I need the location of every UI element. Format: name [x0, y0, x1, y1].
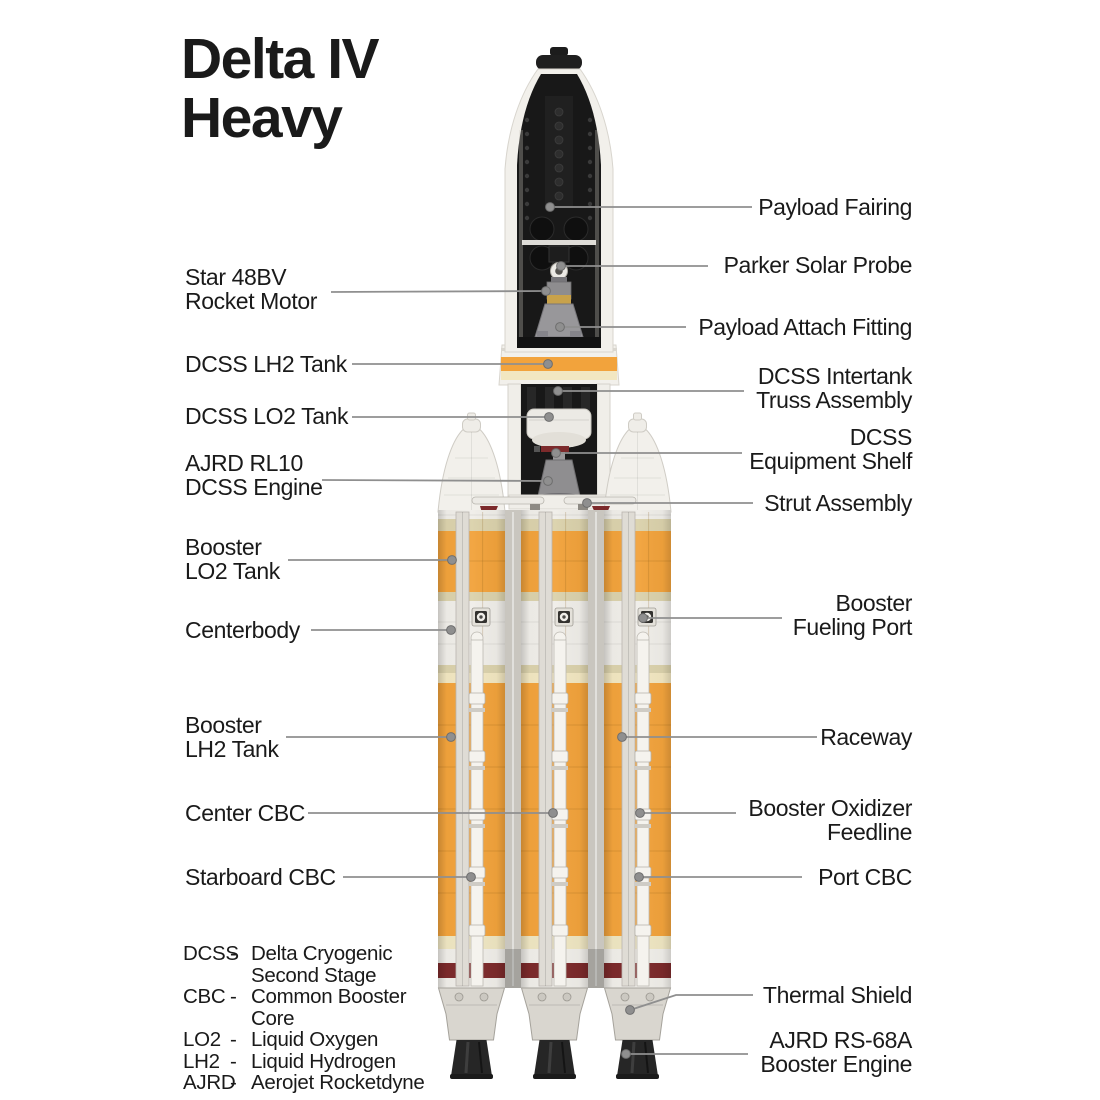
callout-strut-assembly: Strut Assembly	[764, 491, 912, 515]
callout-booster-lo2-tank-text: LO2 Tank	[185, 558, 280, 584]
callout-centerbody: Centerbody	[185, 618, 300, 642]
callout-dcss-lo2-tank-text: DCSS LO2 Tank	[185, 403, 349, 429]
callout-dcss-lo2-tank: DCSS LO2 Tank	[185, 403, 349, 429]
callout-raceway-text: Raceway	[820, 724, 912, 750]
legend-separator: -	[230, 1071, 237, 1094]
legend-definition-line: Delta Cryogenic	[251, 942, 393, 965]
callout-dcss-equipment-shelf-text: Equipment Shelf	[749, 448, 912, 474]
callout-dcss-equipment-shelf-text: DCSS	[849, 424, 913, 450]
callout-booster-fueling-port-text: Booster	[835, 590, 913, 616]
callout-ajrd-rl10-dcss-engine-text: DCSS Engine	[185, 474, 323, 500]
page-title-line2: Heavy	[181, 86, 343, 150]
page-title-line1: Delta IV	[181, 27, 380, 91]
legend-separator: -	[230, 942, 237, 965]
legend-definition: Liquid Oxygen	[251, 1029, 378, 1051]
legend-abbr: AJRD	[183, 1071, 236, 1094]
callout-centerbody-text: Centerbody	[185, 617, 300, 643]
callout-star-48bv-rocket-motor-text: Star 48BV	[185, 264, 287, 290]
page-title: Delta IV Heavy	[181, 27, 380, 150]
callout-ajrd-rs-68a-booster-engine-text: AJRD RS-68A	[769, 1027, 912, 1053]
callout-star-48bv-rocket-motor-text: Rocket Motor	[185, 288, 317, 314]
callout-strut-assembly-text: Strut Assembly	[764, 490, 912, 516]
callout-booster-lh2-tank-text: LH2 Tank	[185, 736, 279, 762]
callout-starboard-cbc: Starboard CBC	[185, 865, 336, 889]
legend-entry-ajrd: AJRD-Aerojet Rocketdyne	[183, 1072, 425, 1094]
legend-definition-line: Second Stage	[251, 963, 377, 987]
callout-thermal-shield-text: Thermal Shield	[762, 982, 912, 1008]
callout-booster-oxidizer-feedline-text: Booster Oxidizer	[748, 795, 912, 821]
legend-abbr: CBC	[183, 985, 226, 1008]
callout-payload-attach-fitting: Payload Attach Fitting	[698, 315, 912, 339]
callout-dcss-intertank-truss-assembly-text: DCSS Intertank	[757, 363, 913, 389]
callout-booster-lo2-tank-text: Booster	[185, 534, 262, 560]
legend-definition-line: Liquid Oxygen	[251, 1028, 379, 1051]
legend-abbr: LO2	[183, 1028, 221, 1051]
legend-entry-lo2: LO2-Liquid Oxygen	[183, 1029, 425, 1051]
callout-dcss-intertank-truss-assembly-text: Truss Assembly	[756, 387, 912, 413]
legend-abbr: LH2	[183, 1049, 220, 1073]
legend-entry-lh2: LH2-Liquid Hydrogen	[183, 1049, 425, 1073]
legend-separator: -	[230, 985, 237, 1008]
callout-parker-solar-probe-text: Parker Solar Probe	[723, 252, 913, 278]
callout-raceway: Raceway	[820, 725, 912, 749]
callout-ajrd-rl10-dcss-engine-text: AJRD RL10	[185, 450, 303, 476]
legend-definition: Aerojet Rocketdyne	[251, 1072, 425, 1094]
legend-abbr: DCSS	[183, 942, 239, 965]
callout-payload-attach-fitting-text: Payload Attach Fitting	[698, 314, 912, 340]
callout-booster-lh2-tank-text: Booster	[185, 712, 262, 738]
callout-thermal-shield: Thermal Shield	[763, 983, 912, 1007]
callout-port-cbc: Port CBC	[818, 865, 912, 889]
legend-definition-line: Core	[251, 1006, 295, 1030]
callout-booster-oxidizer-feedline-text: Feedline	[826, 819, 912, 845]
callout-payload-fairing: Payload Fairing	[758, 195, 912, 219]
callout-parker-solar-probe: Parker Solar Probe	[723, 252, 913, 278]
callout-payload-fairing-text: Payload Fairing	[758, 194, 912, 220]
legend-definition-line: Liquid Hydrogen	[251, 1049, 396, 1073]
callout-booster-fueling-port-text: Fueling Port	[792, 614, 913, 640]
callout-port-cbc-text: Port CBC	[818, 864, 912, 890]
callout-center-cbc: Center CBC	[185, 801, 305, 825]
callout-dcss-lh2-tank: DCSS LH2 Tank	[185, 352, 347, 376]
callout-starboard-cbc-text: Starboard CBC	[185, 864, 336, 890]
legend-definition-line: Common Booster	[251, 985, 407, 1008]
legend-separator: -	[230, 1028, 237, 1051]
callout-ajrd-rs-68a-booster-engine-text: Booster Engine	[760, 1051, 912, 1077]
legend-definition: Liquid Hydrogen	[251, 1049, 396, 1073]
legend-definition-line: Aerojet Rocketdyne	[251, 1071, 425, 1094]
callout-center-cbc-text: Center CBC	[185, 800, 305, 826]
callout-dcss-lh2-tank-text: DCSS LH2 Tank	[185, 351, 347, 377]
legend-separator: -	[230, 1049, 237, 1073]
